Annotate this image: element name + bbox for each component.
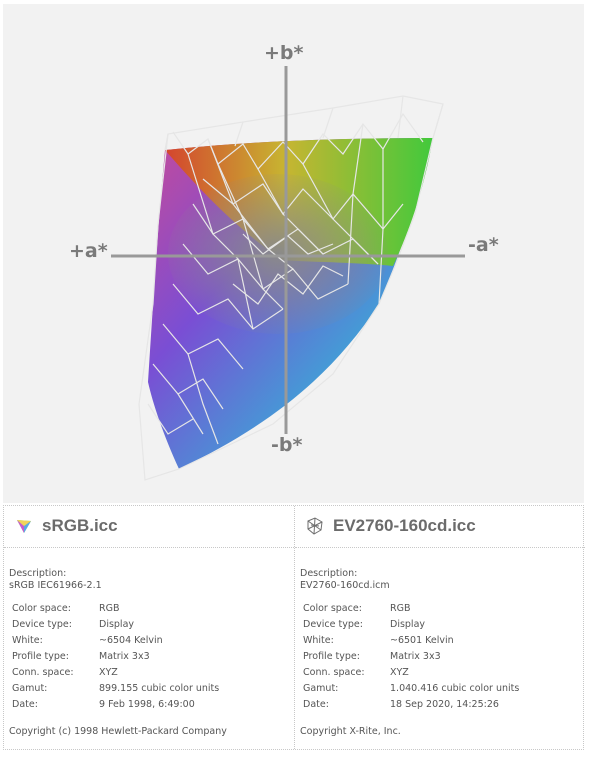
srgb-gamut-solid <box>148 138 433 469</box>
profile-name: sRGB.icc <box>42 516 118 535</box>
description-label: Description: <box>300 568 358 579</box>
description-value: EV2760-160cd.icm <box>300 580 390 591</box>
a-plus-axis-label: +a* <box>69 240 108 262</box>
copyright-text: Copyright (c) 1998 Hewlett-Packard Compa… <box>9 726 227 737</box>
lab-axes <box>111 66 465 434</box>
b-minus-axis-label: -b* <box>271 434 303 456</box>
profile-name: EV2760-160cd.icc <box>333 516 476 535</box>
gamut-plot <box>111 66 465 481</box>
profile-panel-srgb: sRGB.icc Description: sRGB IEC61966-2.1 … <box>4 506 295 749</box>
b-plus-axis-label: +b* <box>264 42 304 64</box>
srgb-profile-icon <box>17 520 31 533</box>
gamut-3d-viewer[interactable]: +b* -b* +a* -a* <box>3 4 584 503</box>
profile-panel-ev2760: EV2760-160cd.icc Description: EV2760-160… <box>295 506 585 749</box>
profile-info-panels: sRGB.icc Description: sRGB IEC61966-2.1 … <box>3 505 585 750</box>
a-minus-axis-label: -a* <box>468 234 499 256</box>
description-label: Description: <box>9 568 67 579</box>
profile-header: sRGB.icc <box>4 506 294 548</box>
wireframe-profile-icon <box>307 517 323 535</box>
ev2760-gamut-wireframe <box>138 95 444 481</box>
copyright-text: Copyright X-Rite, Inc. <box>300 726 401 737</box>
description-value: sRGB IEC61966-2.1 <box>9 580 102 591</box>
profile-header: EV2760-160cd.icc <box>295 506 585 548</box>
